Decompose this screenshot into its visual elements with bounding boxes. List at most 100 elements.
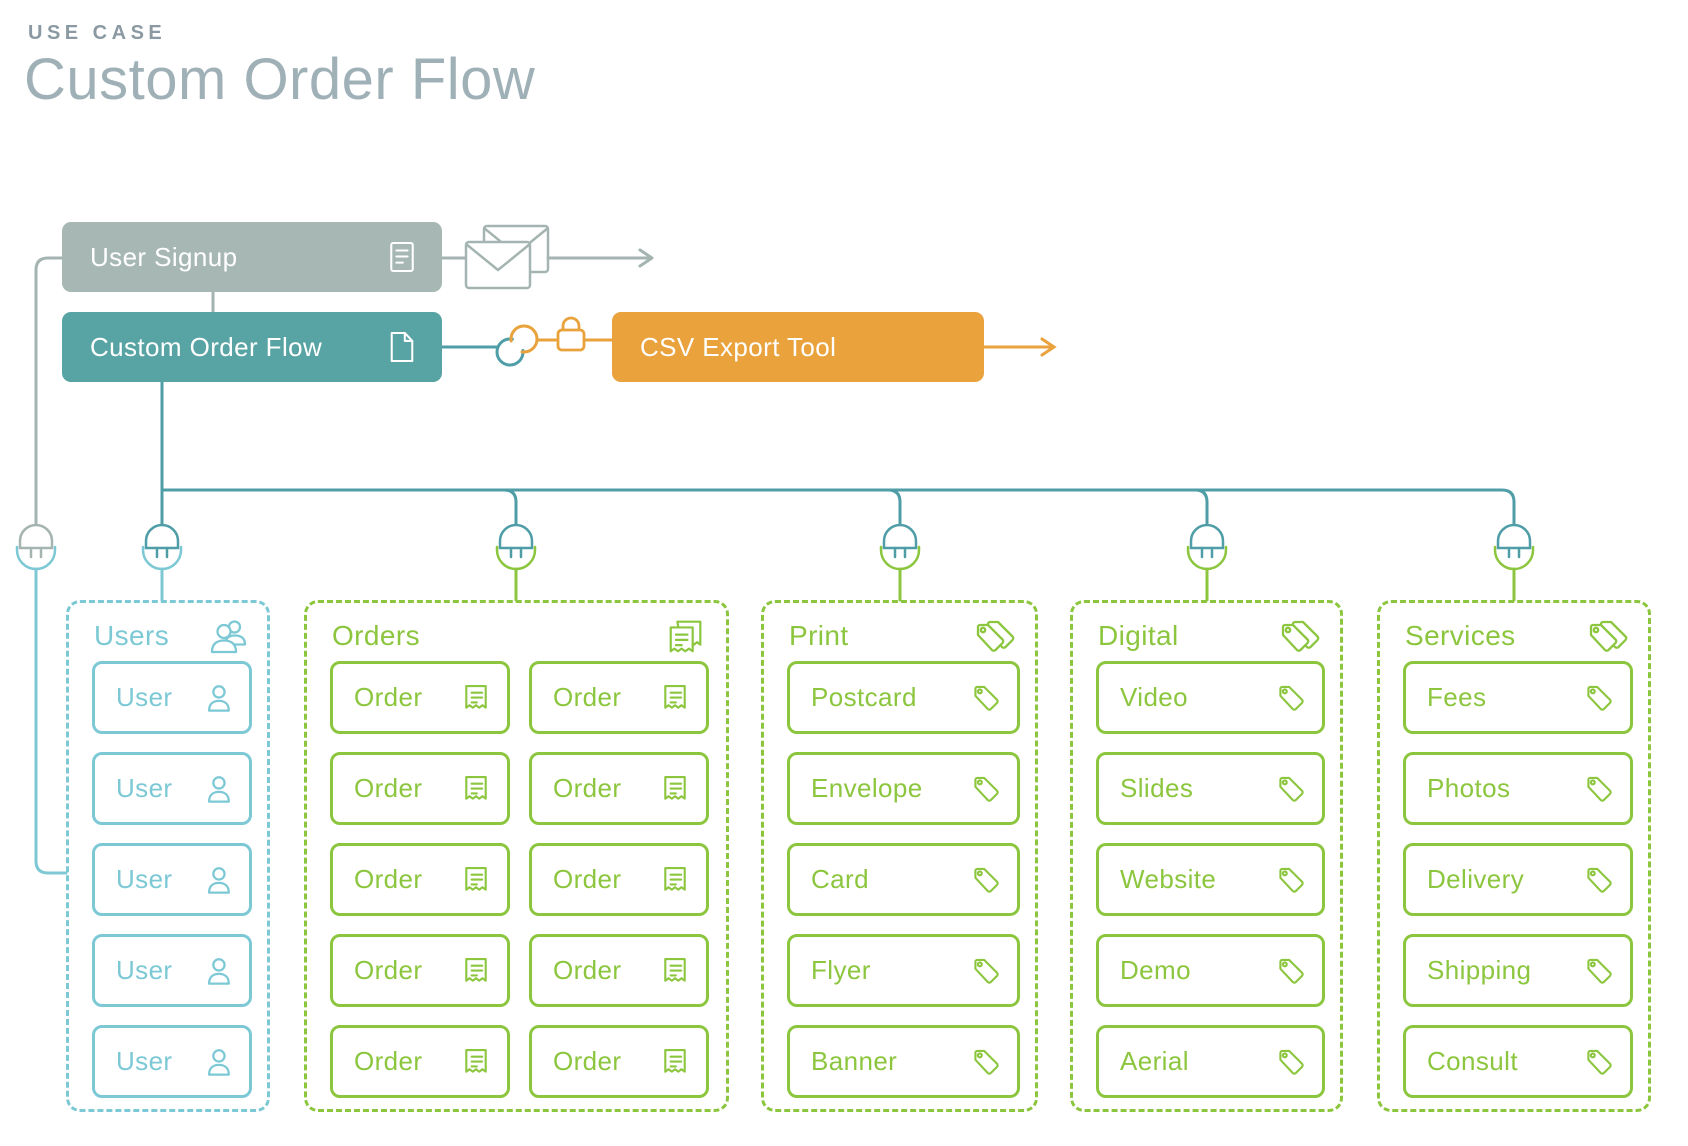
node-user-4[interactable]: User xyxy=(92,934,252,1007)
node-label: Slides xyxy=(1120,773,1194,803)
node-label: Order xyxy=(354,773,423,803)
hook-link-icon xyxy=(495,324,539,367)
csv-export-tool-node[interactable]: CSV Export Tool xyxy=(612,312,984,382)
group-header: Services xyxy=(1405,615,1629,657)
node-postcard-1[interactable]: Postcard xyxy=(787,661,1020,734)
node-order-4[interactable]: Order xyxy=(529,934,709,1007)
node-shipping-4[interactable]: Shipping xyxy=(1403,934,1633,1007)
tag-icon xyxy=(971,865,1001,895)
custom-order-flow-node[interactable]: Custom Order Flow xyxy=(62,312,442,382)
node-user-5[interactable]: User xyxy=(92,1025,252,1098)
node-order-4[interactable]: Order xyxy=(330,934,510,1007)
plug-icon xyxy=(15,523,57,571)
receipt-icon xyxy=(461,956,491,986)
tags-icon xyxy=(974,618,1016,655)
envelope-icon xyxy=(464,224,550,290)
node-label: User xyxy=(116,1046,173,1076)
node-label: Demo xyxy=(1120,955,1191,985)
node-label: Video xyxy=(1120,682,1189,712)
node-label: Shipping xyxy=(1427,955,1532,985)
node-order-3[interactable]: Order xyxy=(529,843,709,916)
node-label: Delivery xyxy=(1427,864,1525,894)
node-label: Order xyxy=(553,773,622,803)
node-aerial-5[interactable]: Aerial xyxy=(1096,1025,1325,1098)
node-video-1[interactable]: Video xyxy=(1096,661,1325,734)
node-user-2[interactable]: User xyxy=(92,752,252,825)
node-consult-5[interactable]: Consult xyxy=(1403,1025,1633,1098)
gray-connector-lines xyxy=(34,256,468,529)
receipt-icon xyxy=(461,1047,491,1077)
plug-icon xyxy=(141,523,183,571)
tag-icon xyxy=(1276,956,1306,986)
node-label: Order xyxy=(553,682,622,712)
node-banner-5[interactable]: Banner xyxy=(787,1025,1020,1098)
node-order-2[interactable]: Order xyxy=(529,752,709,825)
plug-icon xyxy=(495,523,537,571)
tags-icon xyxy=(1587,618,1629,655)
plug-icon xyxy=(879,523,921,571)
receipt-icon xyxy=(461,865,491,895)
node-label: Fees xyxy=(1427,682,1487,712)
node-user-3[interactable]: User xyxy=(92,843,252,916)
node-label: Order xyxy=(553,864,622,894)
node-envelope-2[interactable]: Envelope xyxy=(787,752,1020,825)
receipt-icon xyxy=(660,683,690,713)
group-header: Digital xyxy=(1098,615,1321,657)
node-order-1[interactable]: Order xyxy=(330,661,510,734)
receipt-icon xyxy=(660,865,690,895)
group-label: Users xyxy=(94,620,170,651)
node-label: Order xyxy=(354,864,423,894)
tags-icon xyxy=(1279,618,1321,655)
tag-icon xyxy=(1276,1047,1306,1077)
node-label: User xyxy=(116,955,173,985)
person-icon xyxy=(203,683,233,713)
tag-icon xyxy=(1276,683,1306,713)
user-signup-node[interactable]: User Signup xyxy=(62,222,442,292)
node-photos-2[interactable]: Photos xyxy=(1403,752,1633,825)
tag-icon xyxy=(1584,774,1614,804)
node-website-3[interactable]: Website xyxy=(1096,843,1325,916)
node-demo-4[interactable]: Demo xyxy=(1096,934,1325,1007)
page-title: Custom Order Flow xyxy=(24,47,536,112)
node-label: User xyxy=(116,864,173,894)
node-order-2[interactable]: Order xyxy=(330,752,510,825)
receipt-icon xyxy=(461,774,491,804)
node-order-5[interactable]: Order xyxy=(330,1025,510,1098)
node-label: Postcard xyxy=(811,682,917,712)
person-icon xyxy=(203,1047,233,1077)
group-label: Digital xyxy=(1098,620,1179,651)
person-icon xyxy=(203,774,233,804)
group-header: Print xyxy=(789,615,1016,657)
tag-icon xyxy=(971,956,1001,986)
node-label: Order xyxy=(354,682,423,712)
node-slides-2[interactable]: Slides xyxy=(1096,752,1325,825)
node-flyer-4[interactable]: Flyer xyxy=(787,934,1020,1007)
node-fees-1[interactable]: Fees xyxy=(1403,661,1633,734)
category-receive-lines xyxy=(514,567,1516,602)
tag-icon xyxy=(1584,865,1614,895)
person-icon xyxy=(203,956,233,986)
node-delivery-3[interactable]: Delivery xyxy=(1403,843,1633,916)
receipt-icon xyxy=(660,956,690,986)
node-label: Website xyxy=(1120,864,1217,894)
person-icon xyxy=(203,865,233,895)
group-label: Orders xyxy=(332,620,420,651)
plug-icon xyxy=(1493,523,1535,571)
node-label: Order xyxy=(354,955,423,985)
people-icon xyxy=(206,618,248,655)
node-label: Banner xyxy=(811,1046,898,1076)
node-order-1[interactable]: Order xyxy=(529,661,709,734)
node-label: Card xyxy=(811,864,869,894)
node-user-1[interactable]: User xyxy=(92,661,252,734)
node-label: Order xyxy=(553,1046,622,1076)
group-header: Orders xyxy=(332,615,707,657)
receipt-icon xyxy=(461,683,491,713)
node-order-5[interactable]: Order xyxy=(529,1025,709,1098)
node-card-3[interactable]: Card xyxy=(787,843,1020,916)
node-order-3[interactable]: Order xyxy=(330,843,510,916)
